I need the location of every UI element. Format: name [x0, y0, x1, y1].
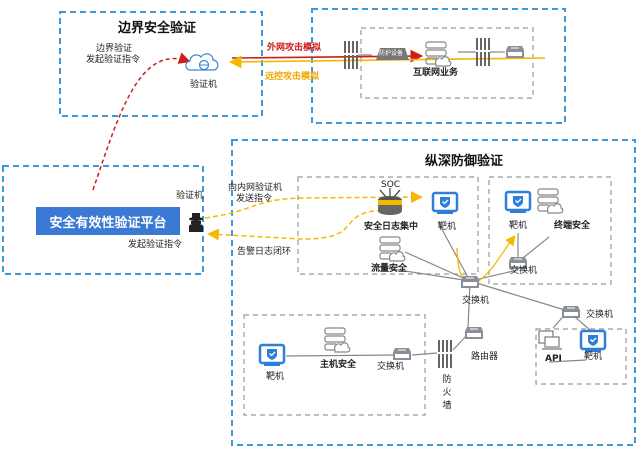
api-laptop-icon [538, 330, 562, 350]
host-security-label: 主机安全 [320, 360, 357, 370]
switch4-label: 交换机 [377, 362, 405, 372]
core-switch-icon [460, 275, 480, 289]
target3-label: 靶机 [266, 372, 285, 382]
host-security-server-icon [324, 327, 351, 353]
hacker-icon [189, 213, 203, 232]
switch3-label: 交换机 [586, 310, 614, 320]
protection-device-label: 防护设备 [379, 50, 404, 57]
firewall-icon [344, 41, 358, 69]
border-to-platform-dashed [92, 52, 191, 191]
endpoint-frame [488, 176, 612, 285]
platform-instruction: 发起验证指令 [128, 240, 183, 250]
firewall-icon [438, 340, 452, 368]
target1-label: 靶机 [438, 222, 457, 232]
api-label: API [545, 354, 562, 364]
to-internal-label-1: 向内网验证机 [228, 183, 283, 193]
border-frame [59, 11, 263, 117]
border-instruction-2: 发起验证指令 [86, 55, 141, 65]
traffic-security-label: 流量安全 [371, 264, 408, 274]
defense-section-title: 纵深防御验证 [425, 154, 504, 169]
soc-label: SOC [381, 180, 401, 190]
external-attack-label: 外网攻击模拟 [267, 43, 322, 53]
router-icon [464, 326, 484, 340]
firewall-char: 火 [442, 388, 452, 398]
remote-attack-label: 远控攻击模拟 [265, 72, 320, 82]
soc-frame [297, 176, 479, 275]
border-verifier-label: 验证机 [190, 80, 218, 90]
verifier-cloud-icon [185, 53, 219, 71]
host-frame [243, 314, 426, 416]
target2-label: 靶机 [509, 221, 528, 231]
internet-frame [311, 8, 566, 124]
switch-icon [505, 45, 525, 59]
platform-frame [2, 165, 204, 275]
target-machine-icon [431, 191, 459, 216]
target-machine-icon [579, 329, 607, 354]
switch-icon [392, 347, 412, 361]
defense-frame [231, 139, 636, 446]
core-switch-label: 交换机 [462, 296, 490, 306]
firewall-label: 防 火 墙 [442, 374, 452, 413]
alert-loop-label: 告警日志闭环 [237, 247, 292, 257]
router-label: 路由器 [471, 352, 499, 362]
soc-icon [378, 188, 402, 215]
alert-loop-dashed [207, 209, 391, 241]
protection-device-icon [376, 48, 409, 60]
platform-verifier-label: 验证机 [176, 191, 204, 201]
platform-title[interactable]: 安全有效性验证平台 [36, 207, 180, 235]
firewall-icon [476, 38, 490, 66]
internet-business-label: 互联网业务 [413, 68, 459, 78]
border-section-title: 边界安全验证 [118, 21, 197, 36]
to-internal-label-2: 发送指令 [236, 194, 273, 204]
internet-business-frame [360, 27, 534, 99]
target-to-switch-curve [456, 234, 516, 286]
api-frame [535, 328, 627, 385]
traffic-security-server-icon [379, 236, 406, 262]
log-collection-label: 安全日志集中 [364, 222, 419, 232]
target-machine-icon [258, 343, 286, 368]
endpoint-security-server-icon [537, 188, 564, 214]
firewall-char: 防 [442, 375, 452, 385]
target-machine-icon [504, 190, 532, 215]
internet-business-server-icon [425, 41, 452, 67]
switch2-label: 交换机 [510, 266, 538, 276]
switch-icon [561, 305, 581, 319]
target4-label: 靶机 [584, 352, 603, 362]
endpoint-security-label: 终端安全 [554, 221, 591, 231]
border-instruction-1: 边界验证 [96, 44, 133, 54]
to-internal-dashed [204, 191, 423, 219]
firewall-char: 墙 [442, 401, 452, 411]
